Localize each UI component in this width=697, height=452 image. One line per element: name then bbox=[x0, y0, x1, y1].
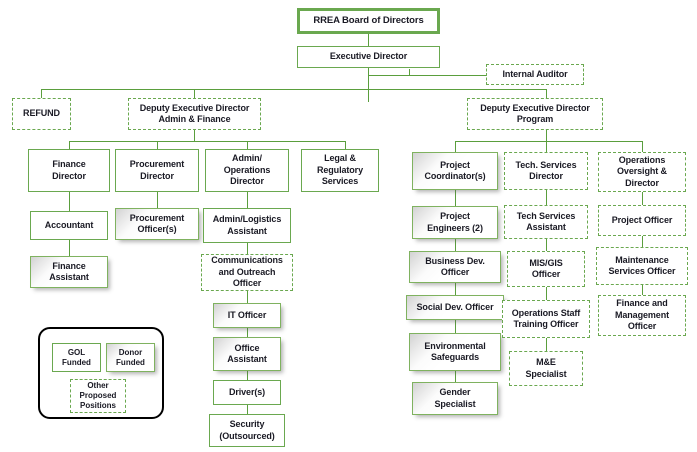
node-procurement-officers[interactable]: Procurement Officer(s) bbox=[115, 208, 199, 240]
connector-bus-drop-ded-admin bbox=[194, 89, 195, 98]
connector-opsoversight-projectofficer bbox=[642, 192, 643, 205]
connector-ed-auditor-v bbox=[409, 69, 410, 76]
node-procurement-director[interactable]: Procurement Director bbox=[115, 149, 199, 192]
node-executive-director[interactable]: Executive Director bbox=[297, 46, 440, 68]
connector-it-office-asst bbox=[247, 328, 248, 337]
node-it-officer[interactable]: IT Officer bbox=[213, 303, 281, 328]
connector-ded-program-stem bbox=[546, 130, 547, 141]
node-project-coordinators[interactable]: Project Coordinator(s) bbox=[412, 152, 498, 190]
node-environmental-safeguards[interactable]: Environmental Safeguards bbox=[409, 333, 501, 371]
connector-finance-dir-accountant bbox=[69, 192, 70, 211]
connector-logistics-comms bbox=[247, 243, 248, 254]
node-refund[interactable]: REFUND bbox=[12, 98, 71, 130]
node-finance-assistant[interactable]: Finance Assistant bbox=[30, 256, 108, 288]
legend-swatch-gol-funded: GOL Funded bbox=[52, 343, 101, 372]
legend-swatch-other-proposed: Other Proposed Positions bbox=[70, 379, 126, 413]
connector-busdev-socialdev bbox=[455, 283, 456, 295]
node-me-specialist[interactable]: M&E Specialist bbox=[509, 351, 583, 386]
connector-techasst-misgis bbox=[546, 239, 547, 251]
connector-opstraining-me bbox=[546, 338, 547, 351]
legend-panel: GOL Funded Donor Funded Other Proposed P… bbox=[38, 327, 164, 419]
connector-bus-drop-refund bbox=[41, 89, 42, 98]
node-drivers[interactable]: Driver(s) bbox=[213, 380, 281, 405]
connector-comms-it bbox=[247, 291, 248, 303]
connector-drop-project-coord bbox=[455, 141, 456, 152]
connector-drop-legal bbox=[345, 141, 346, 149]
node-mis-gis-officer[interactable]: MIS/GIS Officer bbox=[507, 251, 585, 287]
node-operations-staff-training-officer[interactable]: Operations Staff Training Officer bbox=[502, 300, 590, 338]
legend-swatch-donor-funded: Donor Funded bbox=[106, 343, 155, 372]
connector-main-bus bbox=[41, 89, 546, 90]
node-finance-management-officer[interactable]: Finance and Management Officer bbox=[598, 295, 686, 336]
connector-adminops-logistics bbox=[247, 192, 248, 208]
node-accountant[interactable]: Accountant bbox=[30, 211, 108, 240]
node-project-officer[interactable]: Project Officer bbox=[598, 205, 686, 236]
node-social-dev-officer[interactable]: Social Dev. Officer bbox=[406, 295, 504, 320]
connector-drop-tech-services bbox=[546, 141, 547, 152]
connector-maintenance-financemgmt bbox=[642, 285, 643, 295]
node-finance-director[interactable]: Finance Director bbox=[28, 149, 110, 192]
connector-drop-finance-dir bbox=[69, 141, 70, 149]
connector-socialdev-environmental bbox=[455, 320, 456, 333]
node-deputy-executive-director-admin-finance[interactable]: Deputy Executive Director Admin & Financ… bbox=[128, 98, 261, 130]
connector-coord-engineers bbox=[455, 190, 456, 206]
connector-proc-dir-proc-officer bbox=[157, 192, 158, 208]
connector-ed-auditor-h1 bbox=[368, 75, 510, 76]
node-deputy-executive-director-program[interactable]: Deputy Executive Director Program bbox=[467, 98, 603, 130]
connector-drop-admin-ops-dir bbox=[247, 141, 248, 149]
node-internal-auditor[interactable]: Internal Auditor bbox=[486, 64, 584, 85]
node-business-dev-officer[interactable]: Business Dev. Officer bbox=[409, 251, 501, 283]
connector-ed-stem bbox=[368, 68, 369, 102]
connector-engineers-busdev bbox=[455, 239, 456, 251]
connector-ded-admin-stem bbox=[194, 130, 195, 141]
connector-office-asst-driver bbox=[247, 371, 248, 380]
node-office-assistant[interactable]: Office Assistant bbox=[213, 337, 281, 371]
connector-accountant-finance-asst bbox=[69, 240, 70, 256]
node-legal-regulatory-services[interactable]: Legal & Regulatory Services bbox=[301, 149, 379, 192]
node-admin-logistics-assistant[interactable]: Admin/Logistics Assistant bbox=[203, 208, 291, 243]
node-operations-oversight-director[interactable]: Operations Oversight & Director bbox=[598, 152, 686, 192]
connector-driver-security bbox=[247, 405, 248, 414]
node-maintenance-services-officer[interactable]: Maintenance Services Officer bbox=[596, 247, 688, 285]
node-admin-operations-director[interactable]: Admin/ Operations Director bbox=[205, 149, 289, 192]
connector-projectofficer-maintenance bbox=[642, 236, 643, 247]
node-tech-services-director[interactable]: Tech. Services Director bbox=[504, 152, 588, 190]
node-tech-services-assistant[interactable]: Tech Services Assistant bbox=[504, 205, 588, 239]
connector-ded-admin-bus bbox=[69, 141, 345, 142]
node-gender-specialist[interactable]: Gender Specialist bbox=[412, 382, 498, 415]
connector-bus-drop-ded-program bbox=[546, 89, 547, 98]
connector-ded-program-bus bbox=[455, 141, 642, 142]
connector-techdir-techasst bbox=[546, 190, 547, 205]
node-rrea-board-of-directors[interactable]: RREA Board of Directors bbox=[297, 8, 440, 34]
node-communications-outreach-officer[interactable]: Communications and Outreach Officer bbox=[201, 254, 293, 291]
connector-misgis-opstraining bbox=[546, 287, 547, 300]
node-project-engineers[interactable]: Project Engineers (2) bbox=[412, 206, 498, 239]
connector-environmental-gender bbox=[455, 371, 456, 382]
node-security-outsourced[interactable]: Security (Outsourced) bbox=[209, 414, 285, 447]
connector-drop-procurement-dir bbox=[157, 141, 158, 149]
connector-ed-auditor-h2 bbox=[409, 69, 410, 70]
connector-board-to-ed bbox=[368, 34, 369, 46]
connector-drop-ops-oversight bbox=[642, 141, 643, 152]
